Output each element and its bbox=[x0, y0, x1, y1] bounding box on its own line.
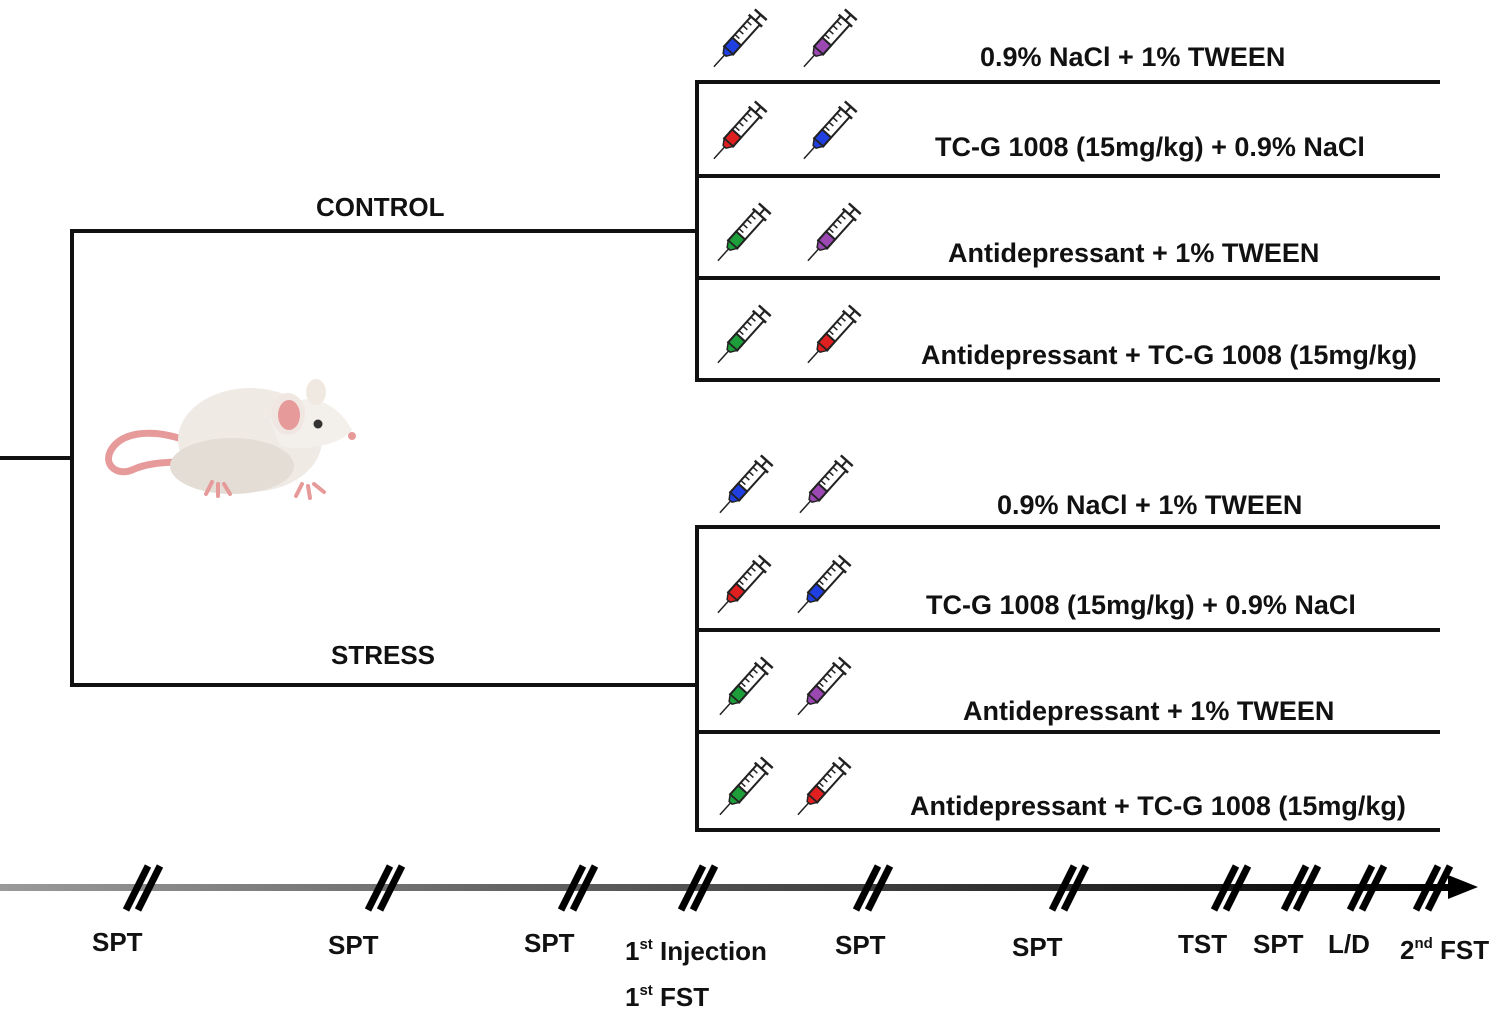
treatment-label: TC-G 1008 (15mg/kg) + 0.9% NaCl bbox=[926, 590, 1356, 620]
syringe-icon bbox=[803, 100, 858, 160]
syringe-icon bbox=[717, 202, 772, 262]
first-injection-label: 1st Injection bbox=[625, 936, 767, 966]
syringe-icon bbox=[807, 202, 862, 262]
syringe-icon bbox=[717, 304, 772, 364]
timeline-event-label: TST bbox=[1178, 929, 1228, 959]
syringe-icon bbox=[803, 8, 858, 68]
timeline-event-label: SPT bbox=[524, 928, 575, 958]
timeline-event-label: SPT bbox=[835, 930, 886, 960]
syringe-icon bbox=[807, 304, 862, 364]
treatment-label: Antidepressant + TC-G 1008 (15mg/kg) bbox=[921, 340, 1417, 370]
syringe-icon bbox=[719, 656, 774, 716]
treatment-label: 0.9% NaCl + 1% TWEEN bbox=[997, 490, 1303, 520]
double-slash-icon bbox=[1346, 864, 1388, 912]
syringe-icon bbox=[719, 454, 774, 514]
timeline-event-label-injection: 1st Injection 1st FST bbox=[625, 925, 767, 1017]
syringe-group bbox=[713, 8, 862, 816]
timeline bbox=[0, 864, 1478, 912]
first-fst-label: 1st FST bbox=[625, 982, 710, 1012]
double-slash-icon bbox=[852, 864, 894, 912]
timeline-event-label: SPT bbox=[1012, 932, 1063, 962]
double-slash-icon bbox=[1280, 864, 1322, 912]
double-slash-icon bbox=[677, 864, 719, 912]
syringe-icon bbox=[717, 554, 772, 614]
timeline-event-label: SPT bbox=[328, 930, 379, 960]
timeline-breaks bbox=[122, 864, 1454, 912]
syringe-icon bbox=[797, 756, 852, 816]
syringe-icon bbox=[797, 656, 852, 716]
double-slash-icon bbox=[122, 864, 164, 912]
treatment-label: 0.9% NaCl + 1% TWEEN bbox=[980, 42, 1286, 72]
stress-group-label: STRESS bbox=[331, 640, 436, 670]
control-group-label: CONTROL bbox=[316, 192, 445, 222]
timeline-event-label: SPT bbox=[1253, 929, 1304, 959]
timeline-event-label: SPT bbox=[92, 927, 143, 957]
treatment-label: Antidepressant + 1% TWEEN bbox=[948, 238, 1320, 268]
syringe-icon bbox=[719, 756, 774, 816]
treatment-label: Antidepressant + TC-G 1008 (15mg/kg) bbox=[910, 791, 1406, 821]
branch-lines bbox=[0, 80, 699, 832]
double-slash-icon bbox=[364, 864, 406, 912]
treatment-label: Antidepressant + 1% TWEEN bbox=[963, 696, 1335, 726]
treatment-lines bbox=[695, 80, 1440, 832]
syringe-icon bbox=[797, 554, 852, 614]
double-slash-icon bbox=[1412, 864, 1454, 912]
timeline-arrowhead bbox=[1448, 875, 1478, 899]
double-slash-icon bbox=[557, 864, 599, 912]
double-slash-icon bbox=[1048, 864, 1090, 912]
mouse-icon bbox=[105, 379, 356, 500]
double-slash-icon bbox=[1210, 864, 1252, 912]
timeline-bar bbox=[0, 884, 1455, 891]
syringe-icon bbox=[713, 100, 768, 160]
timeline-event-label: L/D bbox=[1328, 929, 1370, 959]
syringe-icon bbox=[713, 8, 768, 68]
syringe-icon bbox=[799, 454, 854, 514]
treatment-label: TC-G 1008 (15mg/kg) + 0.9% NaCl bbox=[935, 132, 1365, 162]
timeline-event-label-second-fst: 2nd FST bbox=[1400, 935, 1490, 965]
